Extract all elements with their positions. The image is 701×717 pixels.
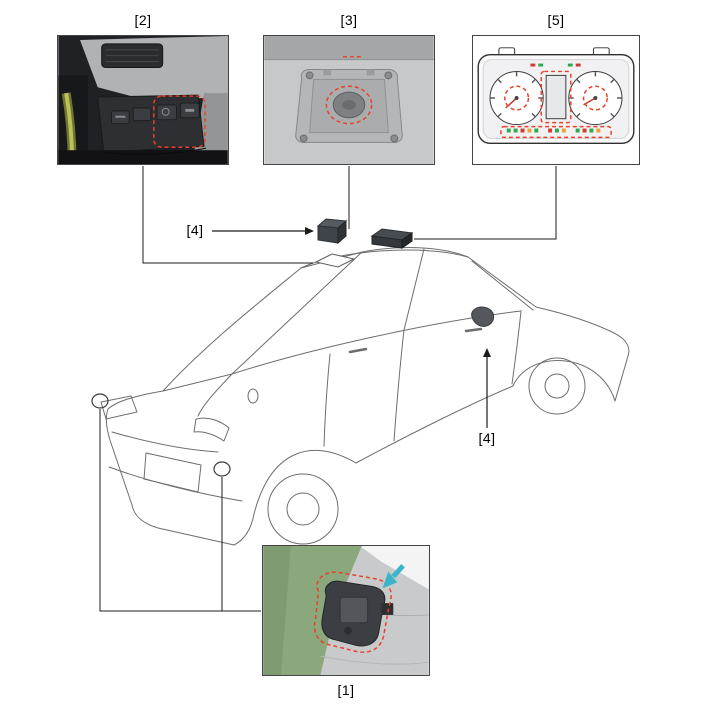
pointer-arrow-shaft xyxy=(391,564,405,579)
marker-bumper xyxy=(213,461,231,477)
slab-side xyxy=(401,232,413,249)
highlight-outline-tachometer xyxy=(504,85,530,111)
bumper-photo-art xyxy=(263,546,429,675)
highlight-outline-speedometer xyxy=(582,85,608,111)
callout-label-1: [1] xyxy=(337,682,355,698)
telltale-lamps xyxy=(506,63,601,133)
switch-button xyxy=(132,107,152,122)
highlight-outline-lcd xyxy=(540,70,572,124)
bracket-clip xyxy=(323,69,332,76)
trunk-edge xyxy=(111,431,219,453)
leader-inset1-left xyxy=(99,409,261,612)
b-pillar xyxy=(403,248,425,331)
mid-door-cut xyxy=(393,329,405,442)
marker-taillight xyxy=(91,393,109,409)
inset-photo-crashpad-switches xyxy=(57,35,229,165)
callout-label-2: [2] xyxy=(134,12,152,28)
roofline xyxy=(361,247,469,258)
rear-wheel-hub xyxy=(286,492,320,526)
highlight-outline-sensor xyxy=(325,85,373,125)
inset-photo-rear-bumper-module xyxy=(262,545,430,676)
button-glyph xyxy=(185,108,195,112)
door-mirror xyxy=(471,306,495,327)
button-glyph xyxy=(161,107,170,116)
screw xyxy=(305,71,314,80)
highlight-outline-telltales xyxy=(500,125,612,139)
module-face xyxy=(339,596,369,624)
switch-button xyxy=(156,104,177,121)
windshield-edge xyxy=(264,36,434,60)
roof-antenna-module xyxy=(316,218,348,245)
module-connector xyxy=(381,603,394,615)
cluster-photo-art xyxy=(473,36,639,164)
screw xyxy=(299,134,308,143)
quarter-panel-shade xyxy=(263,546,291,675)
component-markers xyxy=(91,393,231,477)
car-silhouette xyxy=(105,249,630,546)
roof-components xyxy=(314,218,414,268)
front-wheel-hub xyxy=(544,373,570,399)
roof-antenna-pad xyxy=(314,253,356,268)
bracket-clip xyxy=(366,69,375,76)
floor-shadow xyxy=(58,150,228,164)
screw xyxy=(390,134,399,143)
button-glyph xyxy=(115,115,126,118)
gauge-ticks xyxy=(490,71,622,118)
rear-door-handle xyxy=(348,347,368,354)
overhead-photo-art xyxy=(264,36,434,164)
screw xyxy=(384,71,393,80)
background-white xyxy=(359,546,429,590)
front-door-handle xyxy=(464,327,483,333)
connector-lines xyxy=(99,166,557,612)
pointer-arrow-head xyxy=(382,571,398,589)
arrow-4-roof-head xyxy=(305,227,314,235)
callout-arrows xyxy=(212,227,491,428)
crashpad-photo-art xyxy=(58,36,228,164)
bumper-seam-lower xyxy=(320,655,429,665)
rear-door-cut xyxy=(323,353,331,447)
inset-photo-instrument-cluster xyxy=(472,35,640,165)
callout-label-3: [3] xyxy=(340,12,358,28)
arrow-4-door-head xyxy=(483,348,491,357)
switch-buttons xyxy=(111,102,200,125)
antenna-module-side xyxy=(337,219,347,245)
module-grommet xyxy=(344,626,352,635)
highlight-outline-module xyxy=(313,571,392,653)
license-plate-recess xyxy=(143,452,202,493)
front-wheel xyxy=(528,357,586,415)
antenna-module-front xyxy=(317,225,339,244)
roof-slab-component xyxy=(370,228,414,249)
lcd-display xyxy=(545,74,567,120)
quarter-panel-line xyxy=(197,373,233,417)
inset-photo-overhead-console xyxy=(263,35,435,165)
a-pillar xyxy=(471,260,534,311)
knee-panel-line xyxy=(103,147,207,155)
rear-wheel xyxy=(267,473,339,545)
front-door-cut xyxy=(511,310,522,385)
highlight-outline-switches xyxy=(153,95,206,148)
roof-sensor-center xyxy=(342,100,356,110)
callout-label-4-door: [4] xyxy=(478,430,496,446)
taillight-near xyxy=(193,417,230,442)
needle-cap xyxy=(514,96,519,100)
rear-glass xyxy=(162,251,363,392)
leader-inset2 xyxy=(142,166,313,264)
leader-inset5 xyxy=(414,166,557,240)
fuel-door xyxy=(247,388,259,404)
bumper-crease xyxy=(108,466,243,502)
taillight-far xyxy=(100,395,138,420)
needle-cap xyxy=(593,96,598,100)
callout-label-5: [5] xyxy=(547,12,565,28)
callout-label-4-roof: [4] xyxy=(186,222,204,238)
car-body-outline xyxy=(100,247,630,546)
